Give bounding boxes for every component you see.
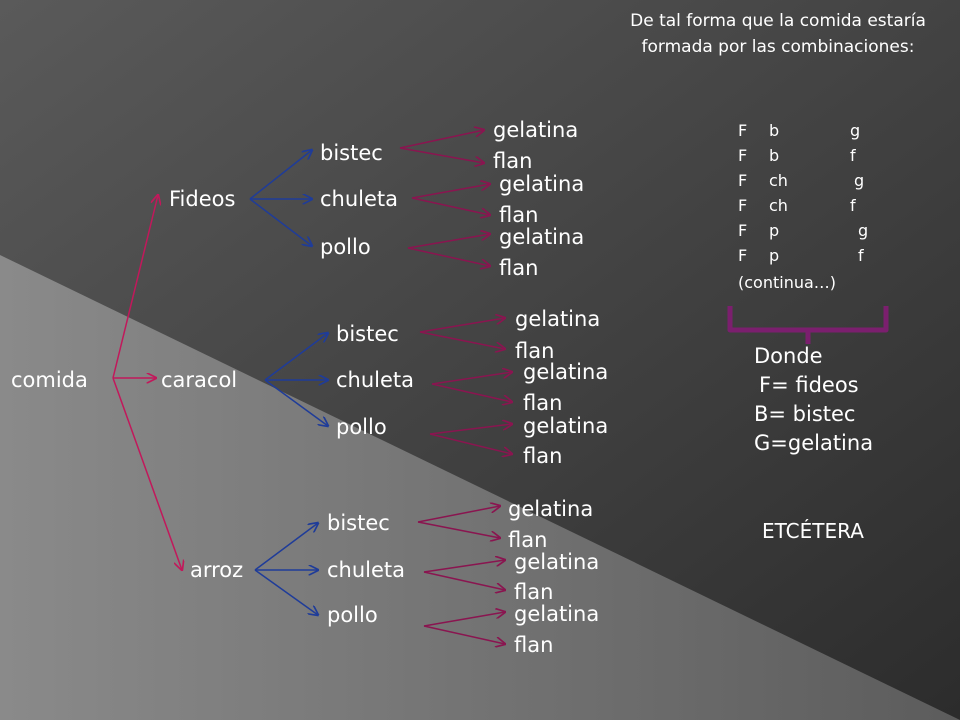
node-dessert-flan: flan [515,339,555,363]
node-caracol-pollo: pollo [336,415,387,439]
node-dessert-gelatina: gelatina [493,118,579,142]
node-dessert-flan: flan [499,256,539,280]
node-dessert-flan: flan [514,633,554,657]
node-fideos-chuleta: chuleta [320,187,399,211]
node-caracol-chuleta: chuleta [336,368,415,392]
node-dessert-flan: flan [493,149,533,173]
node-caracol: caracol [161,368,238,392]
node-dessert-gelatina: gelatina [508,497,594,521]
legend-bistec: B= bistec [754,402,856,426]
legend-gelatina: G=gelatina [754,431,874,455]
node-dessert-flan: flan [523,444,563,468]
node-fideos-pollo: pollo [320,235,371,259]
node-caracol-bistec: bistec [336,322,399,346]
node-dessert-gelatina: gelatina [499,225,585,249]
continua-text: (continua…) [738,273,837,292]
node-dessert-flan: flan [523,391,563,415]
node-dessert-flan: flan [514,580,554,604]
node-fideos: Fideos [169,187,236,211]
node-comida: comida [11,368,88,392]
node-arroz-pollo: pollo [327,603,378,627]
etcetera-text: ETCÉTERA [762,519,864,543]
node-arroz: arroz [190,558,244,582]
node-fideos-bistec: bistec [320,141,383,165]
node-dessert-gelatina: gelatina [523,360,609,384]
combinations-note: De tal forma que la comida estaría forma… [630,11,926,57]
node-dessert-gelatina: gelatina [514,550,600,574]
node-arroz-chuleta: chuleta [327,558,406,582]
node-dessert-flan: flan [508,528,548,552]
legend-fideos: F= fideos [759,373,859,397]
node-dessert-gelatina: gelatina [514,602,600,626]
node-dessert-gelatina: gelatina [499,172,585,196]
node-dessert-flan: flan [499,203,539,227]
node-arroz-bistec: bistec [327,511,390,535]
node-dessert-gelatina: gelatina [515,307,601,331]
legend: Donde F= fideos B= bistec G=gelatina [754,342,873,458]
legend-donde: Donde [754,344,823,368]
node-dessert-gelatina: gelatina [523,414,609,438]
